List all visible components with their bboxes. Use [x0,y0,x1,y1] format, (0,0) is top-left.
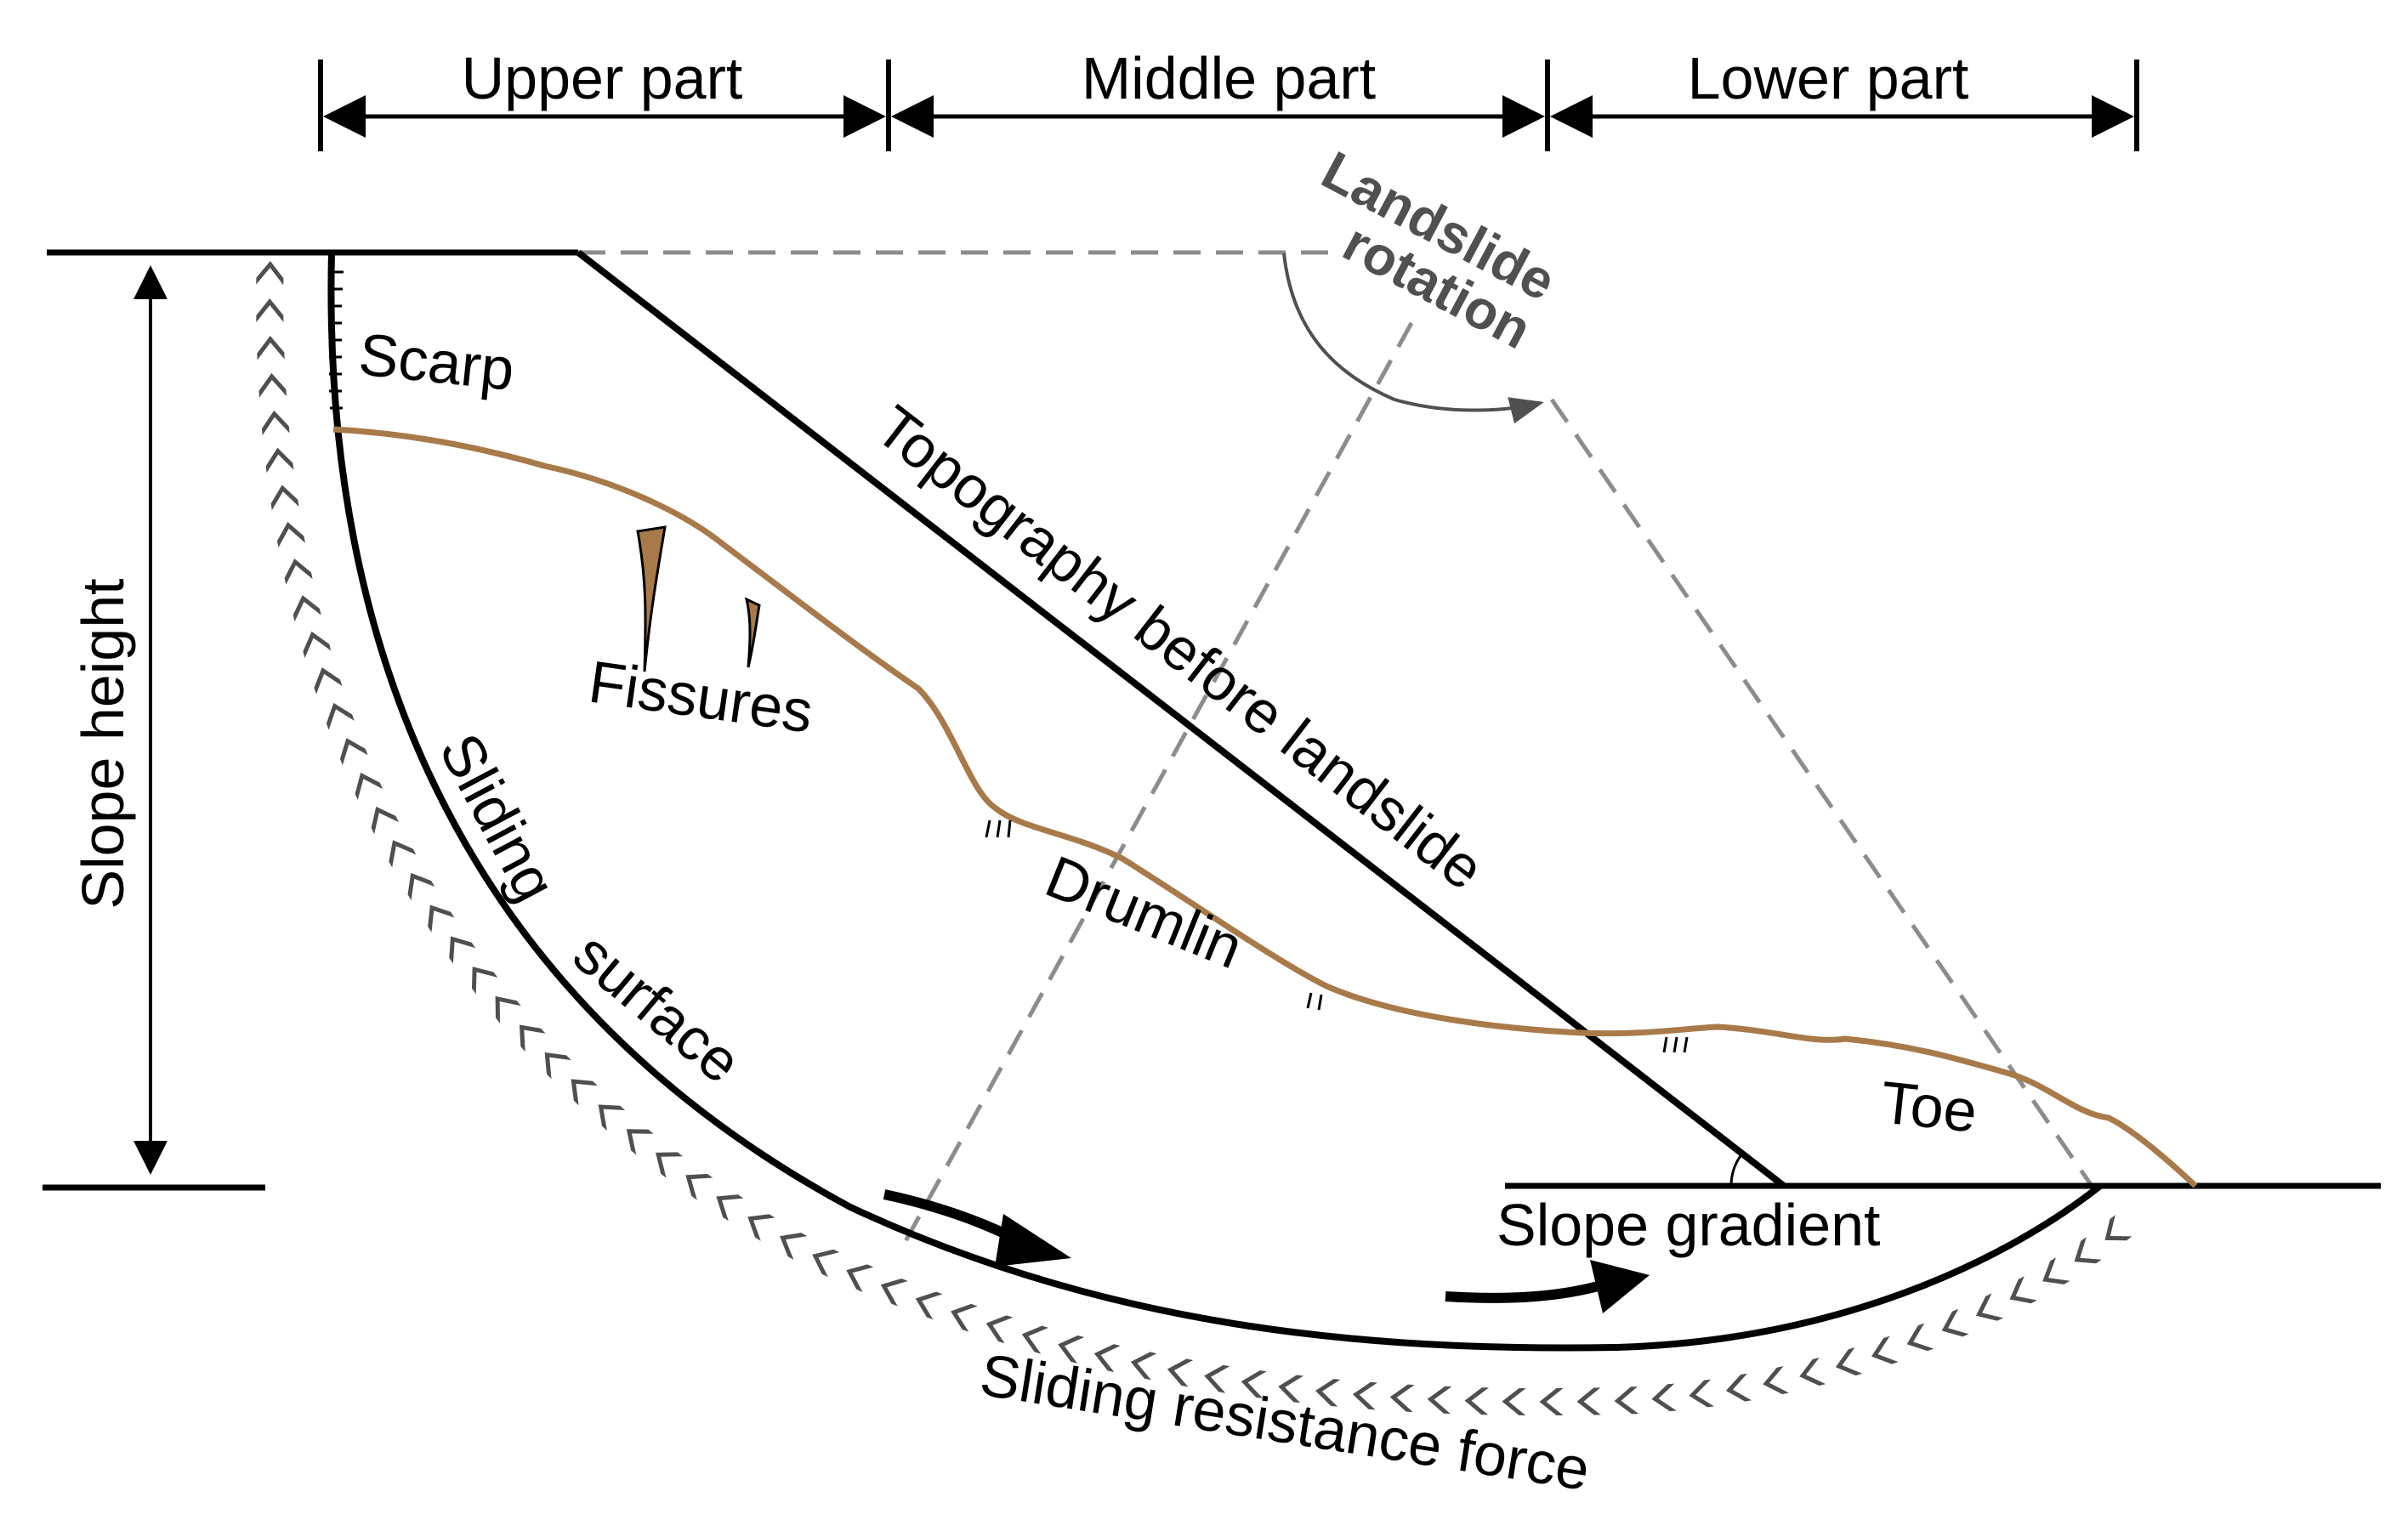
resistance-chevron [2042,1257,2070,1284]
resistance-chevron [284,559,313,585]
post-landslide-ground-surface [332,426,2198,1188]
drumlin-hatch-marks [985,819,1689,1053]
resistance-chevron [656,1152,684,1178]
resistance-chevron [2009,1276,2037,1304]
resistance-chevron [626,1129,654,1155]
movement-arrow-right [1445,1279,1609,1303]
slope-gradient-label: Slope gradient [1496,1192,1880,1258]
resistance-chevron [326,702,355,730]
resistance-chevron [951,1303,978,1332]
resistance-chevron [915,1291,943,1320]
resistance-chevron [571,1079,598,1106]
movement-arrow-right-head [1590,1260,1650,1313]
resistance-chevron [270,485,299,511]
section-dimension-bars [318,60,2139,151]
scarp-hatch-marks [329,270,344,410]
sliding-resistance-label: Sliding resistance force [976,1341,1594,1503]
resistance-chevron [1941,1308,1969,1337]
sliding-surface-line [327,252,2103,1352]
resistance-chevron [339,738,368,766]
rotation-arc [1282,252,1544,424]
resistance-chevron [261,410,290,436]
slope-height-label: Slope height [70,578,136,909]
lower-part-label: Lower part [1688,45,1969,111]
resistance-chevron [1093,1344,1121,1373]
toe-label: Toe [1877,1069,1979,1144]
resistance-chevron [1689,1379,1714,1408]
resistance-chevron [407,872,435,901]
resistance-chevron [1651,1383,1677,1412]
resistance-chevron [880,1278,908,1307]
resistance-chevron [1502,1387,1526,1415]
resistance-chevron [1763,1366,1789,1395]
fissure-small [744,597,761,668]
resistance-chevron [277,521,305,548]
resistance-chevron [716,1194,744,1222]
resistance-chevron [1539,1388,1564,1415]
resistance-chevron [1204,1364,1230,1393]
resistance-chevron [1058,1335,1085,1364]
resistance-chevron [471,967,498,995]
resistance-chevron [1799,1358,1826,1386]
scarp-label: Scarp [355,320,517,403]
resistance-chevron [495,995,521,1024]
resistance-chevron [292,595,321,622]
resistance-chevron [389,840,417,868]
resistance-chevron [1130,1352,1157,1381]
resistance-chevron [598,1104,626,1131]
resistance-chevron [1614,1386,1639,1415]
middle-part-label: Middle part [1082,45,1376,111]
resistance-chevron [1315,1379,1341,1407]
resistance-chevron [265,447,294,473]
resistance-chevron [355,772,383,800]
resistance-chevron [371,806,399,835]
topography-label: Topography before landslide [864,393,1496,903]
resistance-chevron [985,1315,1014,1344]
resistance-chevron [258,372,287,398]
slope-gradient-angle-arc [1729,1153,1744,1187]
resistance-chevron [1725,1373,1752,1402]
resistance-chevron [1871,1335,1899,1364]
movement-arrow-left-head [995,1214,1071,1267]
resistance-chevron [685,1173,713,1200]
resistance-chevron [257,336,285,360]
fissure-large [636,525,667,672]
resistance-chevron [303,631,332,659]
resistance-chevron [1975,1293,2004,1321]
resistance-chevron [1464,1387,1490,1415]
rotation-dashed-lines [578,250,2094,1243]
drumlin-label: Drumlin [1036,843,1252,982]
resistance-chevron [519,1024,546,1052]
resistance-chevron [1241,1370,1267,1398]
resistance-chevron [2104,1215,2133,1241]
resistance-chevron [812,1249,840,1278]
resistance-chevron [2074,1237,2102,1264]
resistance-chevron [449,936,476,964]
sliding-resistance-chevrons [256,261,2133,1415]
resistance-chevron [1278,1375,1303,1403]
resistance-chevron [256,261,284,286]
resistance-chevron [780,1233,808,1260]
resistance-chevron [1389,1384,1415,1413]
resistance-chevron [544,1052,571,1080]
resistance-chevron [256,298,284,323]
resistance-chevron [1427,1386,1452,1415]
resistance-chevron [1021,1325,1049,1354]
upper-part-label: Upper part [462,45,743,111]
resistance-chevron [1352,1381,1378,1410]
resistance-chevron [846,1264,874,1292]
resistance-chevron [1167,1358,1194,1387]
resistance-chevron [1835,1347,1863,1376]
resistance-chevron [1906,1323,1934,1352]
resistance-chevron [428,904,455,933]
resistance-chevron [747,1214,775,1241]
resistance-chevron [314,667,343,695]
resistance-chevron [1576,1387,1601,1415]
fissures-label: Fissures [585,649,817,746]
